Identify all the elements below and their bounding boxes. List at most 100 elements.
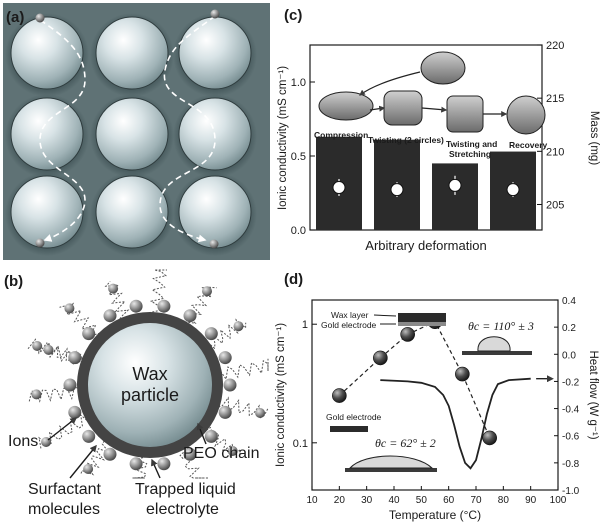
- peo-chain: [204, 318, 247, 350]
- wax-sphere: [178, 16, 252, 90]
- surface-ion: [63, 378, 77, 392]
- conductivity-point-2: [400, 327, 415, 342]
- annotation-twisting: Twisting (2 circles): [368, 135, 444, 145]
- wax-sphere: [178, 175, 252, 249]
- mass-point-1: [390, 183, 404, 197]
- free-ion: [255, 408, 266, 418]
- surfactant-label-line2: molecules: [28, 501, 100, 518]
- wax-sphere: [95, 175, 169, 249]
- angle-top-label: θc = 110° ± 3: [468, 319, 534, 333]
- inset-top: Wax layer Gold electrode θc = 110° ± 3: [321, 310, 534, 355]
- peo-chain-label: PEO chain: [183, 445, 259, 462]
- annotation-stretching-line2: Stretching: [449, 149, 491, 159]
- panel-b-label: (b): [4, 273, 23, 290]
- mass-point-2: [448, 178, 462, 192]
- annotation-recovery: Recovery: [509, 140, 548, 150]
- panel-d-label: (d): [284, 271, 303, 288]
- surface-ion: [157, 299, 171, 313]
- wax-sphere: [95, 16, 169, 90]
- annotation-stretching-line1: Twisting and: [446, 139, 497, 149]
- surface-ion: [183, 447, 197, 461]
- trapped-label-line1: Trapped liquid: [135, 481, 236, 498]
- photo-original: [420, 51, 466, 85]
- chart-c-frame: [309, 44, 543, 231]
- surface-ion: [68, 351, 82, 365]
- wax-sphere: [10, 175, 84, 249]
- free-ion: [64, 303, 75, 314]
- surface-ion: [82, 429, 96, 443]
- gold-electrode-bar-top: [398, 322, 446, 326]
- panel-b: (b) Wax particle Ions PEO chain Surfacta…: [4, 269, 269, 518]
- ions-label: Ions: [8, 433, 38, 450]
- ion-end-left: [35, 238, 45, 248]
- conductivity-point-5: [482, 430, 497, 446]
- free-ion: [202, 286, 212, 297]
- d-xtick-label: 10: [306, 495, 318, 506]
- d-xtick-label: 40: [388, 495, 400, 506]
- wax-layer-label: Wax layer: [331, 310, 369, 320]
- surfactant-pointer: [69, 444, 97, 479]
- photo-compression: [318, 91, 374, 121]
- surfactant-label-line1: Surfactant: [28, 481, 101, 498]
- ion-ring: [63, 299, 237, 471]
- photo-arrow-3: [421, 106, 448, 113]
- wax-sphere: [10, 97, 84, 171]
- conductivity-point-1: [373, 350, 388, 366]
- chart-d-frame: [311, 299, 559, 491]
- surface-ion: [204, 327, 218, 341]
- free-ion: [32, 341, 43, 351]
- d-xtick-label: 70: [470, 495, 482, 506]
- c-ytick-label: 0.5: [291, 151, 306, 163]
- deformation-photos: [318, 51, 546, 135]
- chart-d-y2label: Heat flow (W g⁻¹): [587, 350, 599, 439]
- peo-chain: [220, 358, 269, 381]
- wax-sphere: [10, 16, 84, 90]
- d-xtick-label: 100: [550, 495, 567, 506]
- surface-ion: [183, 309, 197, 323]
- panel-a-label: (a): [6, 9, 24, 26]
- peo-chain: [39, 341, 86, 365]
- angle-bottom-label: θc = 62° ± 2: [375, 436, 436, 450]
- annotation-compression: Compression: [314, 130, 368, 140]
- d-y2tick-label: 0.0: [562, 350, 576, 361]
- ion-start-left: [35, 13, 45, 23]
- d-xtick-label: 60: [443, 495, 455, 506]
- d-xtick-label: 30: [361, 495, 373, 506]
- d-xtick-label: 90: [525, 495, 537, 506]
- inset-bottom: Gold electrode θc = 62° ± 2: [326, 412, 437, 472]
- gold-electrode-bar-bottom: [330, 426, 368, 432]
- c-y2tick-label: 205: [546, 199, 564, 211]
- d-y2tick-label: 0.2: [562, 323, 576, 334]
- chart-c-xlabel: Arbitrary deformation: [365, 238, 486, 253]
- droplet-substrate-bottom: [345, 468, 437, 472]
- d-y2tick-label: -0.6: [562, 432, 580, 443]
- gold-electrode-bottom-label: Gold electrode: [326, 412, 382, 422]
- photo-arrow-1: [359, 71, 421, 96]
- ion-start-right: [210, 9, 220, 19]
- photo-arrow-2: [369, 105, 386, 112]
- particle-label-line1: Wax: [132, 364, 167, 384]
- c-ytick-label: 1.0: [291, 77, 306, 89]
- conductivity-point-4: [455, 366, 470, 382]
- surface-ion: [82, 327, 96, 341]
- mass-point-0: [332, 180, 346, 194]
- d-y2tick-label: 0.4: [562, 296, 576, 307]
- free-ion: [43, 344, 54, 355]
- ion-end-right: [209, 239, 219, 249]
- conductivity-point-0: [332, 388, 347, 403]
- free-ion: [108, 283, 119, 294]
- droplet-bottom: [348, 455, 434, 469]
- chart-c-y2label: Mass (mg): [588, 111, 600, 165]
- peo-chain-network: [27, 269, 269, 479]
- d-y2tick-label: -0.4: [562, 405, 580, 416]
- surface-ion: [157, 457, 171, 471]
- mass-point-3: [506, 183, 520, 197]
- droplet-substrate-top: [462, 351, 532, 355]
- chart-d-xlabel: Temperature (°C): [389, 508, 481, 522]
- d-xtick-label: 50: [416, 495, 428, 506]
- d-xtick-label: 80: [498, 495, 510, 506]
- photo-twisting: [383, 90, 423, 126]
